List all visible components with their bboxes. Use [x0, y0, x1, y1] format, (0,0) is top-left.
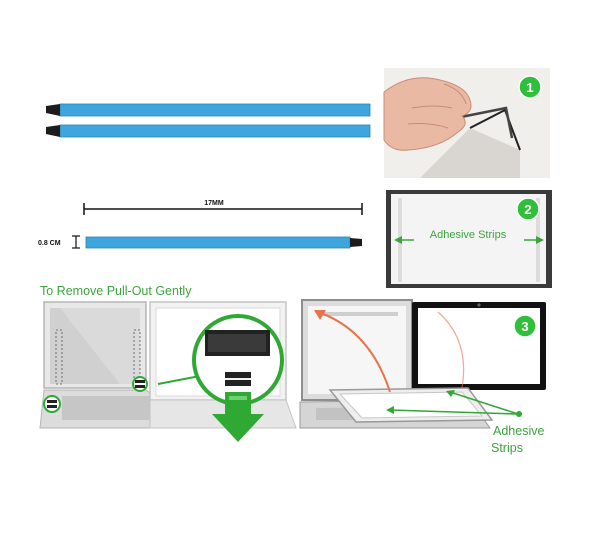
- dimension-diagram: 17MM 0.8 CM: [38, 200, 363, 249]
- laptop-left: [39, 301, 202, 429]
- step1-badge: [518, 75, 542, 99]
- length-dimension-line: [83, 203, 363, 215]
- length-label: 17MM: [204, 200, 224, 207]
- adhesive-label-step3-line2: Strips: [491, 441, 523, 455]
- step1-panel: 1: [383, 68, 550, 178]
- step3-panel: Adhesive Strips 3: [299, 299, 546, 455]
- adhesive-strip-pair: [46, 103, 371, 138]
- pull-down-arrow: [212, 392, 264, 442]
- step2-number: 2: [524, 202, 531, 217]
- remove-instruction: To Remove Pull-Out Gently: [40, 284, 192, 298]
- adhesive-label-step3-line1: Adhesive: [493, 424, 544, 438]
- step1-number: 1: [526, 80, 533, 95]
- orange-arrow-left: [317, 311, 391, 393]
- hand-shape: [383, 77, 472, 151]
- step2-panel: Adhesive Strips 2: [386, 190, 552, 288]
- width-dimension-mark: [72, 235, 80, 249]
- step3-badge: [513, 314, 537, 338]
- adhesive-strip-top: [46, 103, 371, 117]
- step3-number: 3: [521, 319, 528, 334]
- step2-badge: [516, 197, 540, 221]
- measured-strip: [85, 236, 362, 249]
- zoom-callout: [192, 314, 284, 406]
- adhesive-strips-label-step2: Adhesive Strips: [430, 229, 507, 241]
- adhesive-strip-bottom: [46, 124, 371, 138]
- width-label: 0.8 CM: [38, 240, 61, 247]
- orange-arrow-right: [437, 311, 465, 389]
